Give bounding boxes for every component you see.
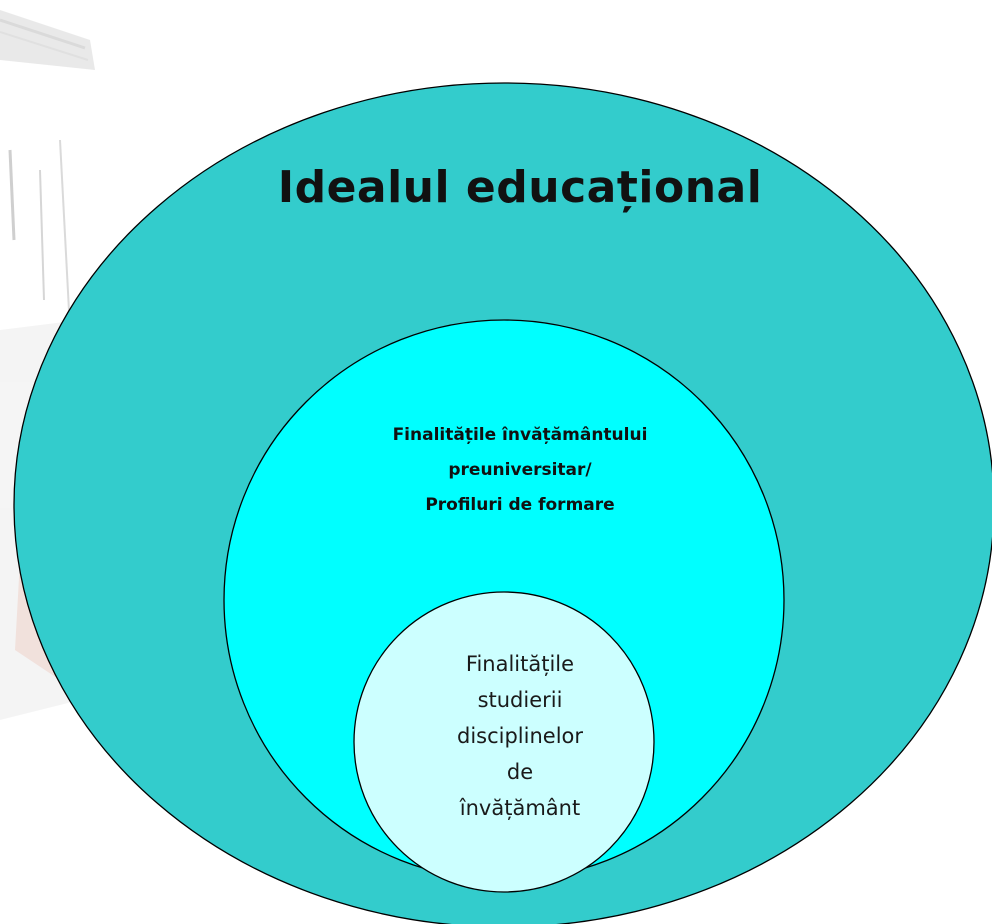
- middle-circle-label: Finalitățile învățământului preuniversit…: [392, 425, 648, 515]
- outer-circle-label: Idealul educațional: [277, 162, 763, 213]
- inner-circle: [353, 591, 655, 893]
- inner-circle-label: Finalitățile studierii disciplinelor de …: [456, 652, 584, 820]
